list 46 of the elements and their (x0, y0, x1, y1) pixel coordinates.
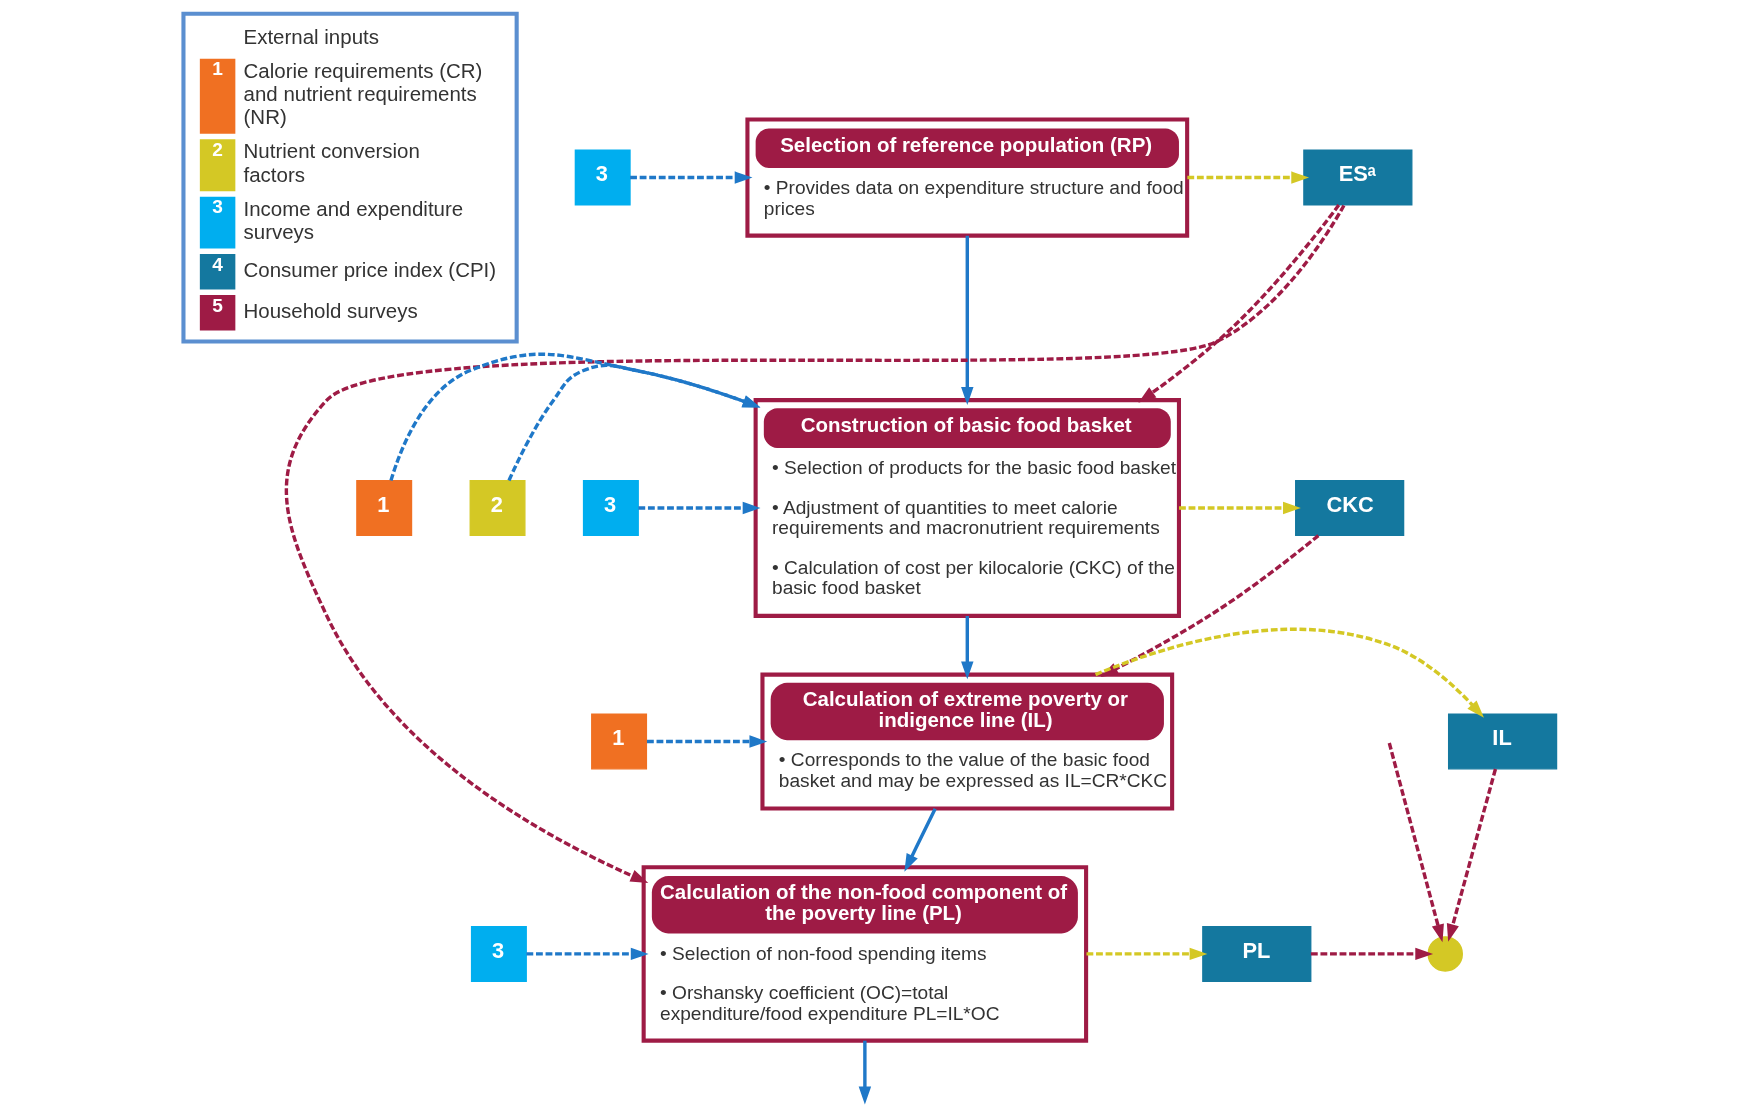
label: 1 (211, 58, 223, 80)
legend-label: Calorie requirements (CR) and nutrient requirements (NR) (243, 58, 482, 129)
arrow (960, 235, 974, 405)
node-box: IL (1447, 713, 1557, 770)
arrow (1094, 627, 1484, 718)
label: External inputs (243, 24, 379, 48)
arrow (1186, 171, 1309, 184)
arrow (858, 1040, 871, 1105)
arrow (903, 807, 937, 872)
node-circle (1427, 936, 1463, 972)
node-box: 3 (470, 925, 527, 982)
legend-label: Nutrient conversion factors (243, 139, 420, 186)
arrow (1446, 768, 1497, 942)
node-box: ESᵃ (1302, 149, 1412, 206)
arrow (646, 735, 767, 748)
node-box: Selection of reference population (RP) • Provides data on expenditure structure and food prices (744, 117, 1189, 238)
label: 5 (211, 294, 223, 316)
node-box: Calculation of the non-food component of the poverty line (PL) • Selection of non-food spending items • Orshansky coefficient (OC)=total expenditure/food expenditure PL=IL*OC (641, 865, 1088, 1043)
arrow (1387, 742, 1444, 943)
node-box: 2 (469, 480, 526, 537)
arrow (525, 947, 649, 961)
node-box: Calculation of extreme poverty or indigence line (IL) • Corresponds to the value of the basic food basket and may be expressed as IL=CR*CKC (759, 672, 1174, 811)
arrow (506, 363, 760, 482)
arrow (1100, 534, 1319, 677)
arrow (1137, 204, 1340, 403)
arrow (1310, 947, 1433, 961)
label: 2 (211, 138, 223, 160)
label: 3 (211, 196, 223, 218)
legend-label: Income and expenditure surveys (243, 196, 463, 244)
node-box: CKC (1294, 480, 1404, 537)
node-box: 1 (355, 480, 412, 537)
node-box: 1 (590, 713, 647, 770)
node-box: 3 (574, 149, 631, 206)
node-box: 3 (582, 480, 639, 537)
node-box: PL (1201, 925, 1311, 982)
legend-label: Consumer price index (CPI) (243, 257, 496, 281)
arrow (637, 501, 760, 515)
arrow (284, 204, 1345, 883)
arrow (1178, 501, 1301, 515)
arrow (629, 171, 752, 184)
legend-label: Household surveys (243, 298, 418, 322)
arrow (960, 616, 974, 680)
node-box: Construction of basic food basket • Selection of products for the basic food basket • Adjustment of quantities to meet calorie requirements and macronutrient requirements • Calculation of cost per kilocalorie (CKC) of the basic food basket (753, 398, 1181, 618)
label: 4 (211, 253, 223, 275)
arrow (388, 352, 760, 482)
arrow (1086, 947, 1207, 961)
